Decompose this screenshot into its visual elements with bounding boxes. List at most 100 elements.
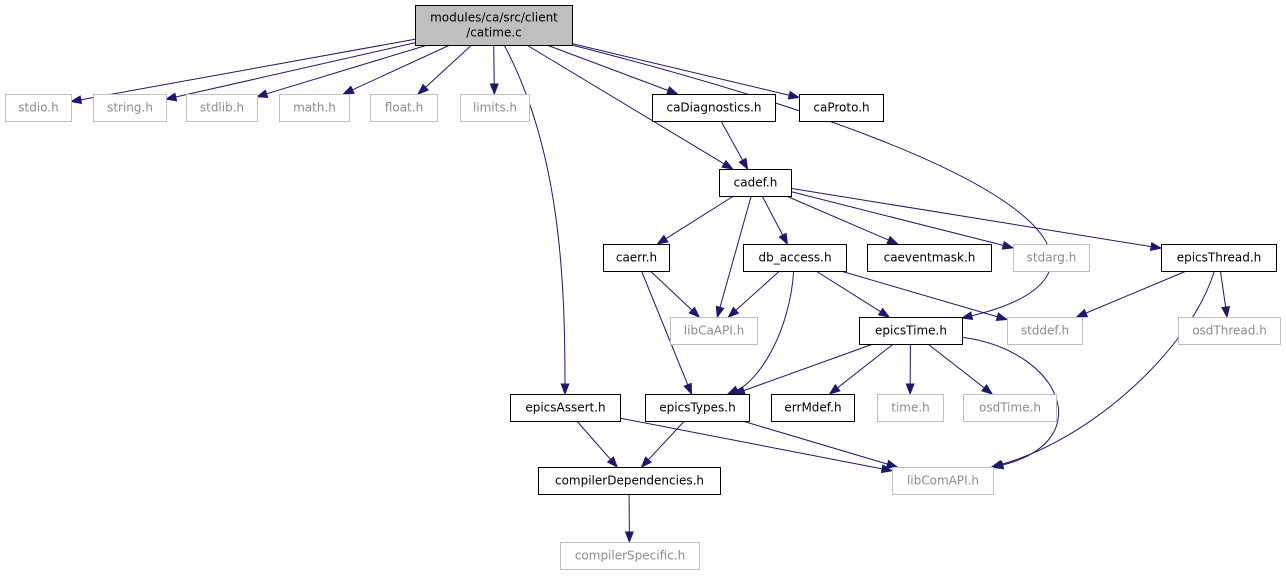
arrowhead (561, 384, 569, 394)
edge-line (81, 39, 415, 100)
node-label: epicsAssert.h (525, 401, 605, 415)
node-label: caeventmask.h (884, 251, 976, 265)
node-compilerSpecific: compilerSpecific.h (561, 543, 700, 570)
edge-epicsTime-to-osdTime (928, 344, 992, 394)
node-caerr[interactable]: caerr.h (604, 245, 670, 272)
edge-catime-to-stdio (71, 39, 415, 103)
node-label: stdio.h (18, 101, 58, 115)
nodes-layer: modules/ca/src/client/catime.c stdio.h str… (6, 6, 1281, 570)
edge-line (791, 192, 1003, 246)
edge-cadef-to-stdarg (791, 192, 1013, 249)
node-label: compilerSpecific.h (575, 549, 685, 563)
edge-compilerDependencies-to-compilerSpecific (626, 494, 634, 542)
node-label: epicsTime.h (875, 324, 947, 338)
arrowhead (626, 532, 634, 542)
arrowhead (166, 93, 177, 100)
arrowhead (962, 312, 973, 319)
edge-catime-to-float (418, 45, 471, 94)
node-compilerDependencies[interactable]: compilerDependencies.h (539, 468, 721, 495)
node-float: float.h (371, 95, 438, 122)
node-label: /catime.c (466, 26, 522, 40)
node-label: libCaAPI.h (684, 324, 744, 338)
node-limits: limits.h (461, 95, 530, 122)
node-label: caProto.h (813, 101, 869, 115)
node-label: cadef.h (734, 176, 778, 190)
node-catime[interactable]: modules/ca/src/client/catime.c (416, 6, 573, 46)
arrowhead (982, 385, 992, 394)
node-errMdef[interactable]: errMdef.h (772, 395, 855, 422)
edge-epicsTime-to-errMdef (830, 344, 894, 394)
arrowhead (996, 313, 1007, 320)
arrowhead (657, 235, 667, 244)
edge-line (577, 421, 611, 459)
node-caDiagnostics[interactable]: caDiagnostics.h (653, 95, 776, 122)
arrowhead (1002, 242, 1013, 249)
node-epicsAssert[interactable]: epicsAssert.h (511, 395, 621, 422)
arrowhead (1222, 307, 1230, 317)
arrowhead (788, 92, 799, 99)
node-label: epicsTypes.h (659, 401, 735, 415)
edge-epicsAssert-to-libComAPI (620, 418, 892, 472)
edge-line (744, 344, 873, 391)
node-label: caerr.h (616, 251, 657, 265)
node-label: limits.h (473, 101, 517, 115)
edge-line (666, 196, 734, 239)
edge-line (620, 418, 882, 469)
node-stdlib: stdlib.h (187, 95, 258, 122)
edge-line (841, 271, 998, 317)
edge-epicsTypes-to-libComAPI (742, 421, 897, 468)
node-label: time.h (891, 401, 930, 415)
edge-catime-to-caDiagnostics (547, 45, 678, 94)
node-cadef[interactable]: cadef.h (720, 170, 792, 197)
edge-line (791, 188, 1151, 246)
node-label: stdarg.h (1027, 251, 1077, 265)
arrowhead (722, 161, 733, 169)
edge-line (1220, 271, 1225, 307)
node-label: errMdef.h (784, 401, 841, 415)
node-label: osdTime.h (979, 401, 1041, 415)
node-math: math.h (280, 95, 350, 122)
edge-line (572, 44, 789, 96)
arrowhead (886, 461, 897, 468)
node-libCaAPI: libCaAPI.h (671, 318, 758, 345)
edge-catime-to-caProto (572, 44, 799, 99)
arrowhead (490, 84, 498, 94)
arrowhead (257, 90, 268, 97)
edge-line (816, 271, 881, 312)
node-epicsTime[interactable]: epicsTime.h (860, 318, 963, 345)
node-label: epicsThread.h (1177, 251, 1262, 265)
edge-line (1086, 271, 1186, 313)
edge-line (267, 45, 428, 94)
node-label: math.h (293, 101, 336, 115)
node-time: time.h (878, 395, 944, 422)
node-epicsThread[interactable]: epicsThread.h (1162, 245, 1277, 272)
edge-cadef-to-db_access (762, 196, 787, 244)
arrowhead (71, 96, 82, 103)
edge-line (721, 121, 743, 160)
node-label: float.h (385, 101, 423, 115)
node-label: caDiagnostics.h (666, 101, 761, 115)
edge-epicsThread-to-stddef (1077, 271, 1187, 317)
arrowhead (887, 237, 898, 244)
node-db_access[interactable]: db_access.h (744, 245, 847, 272)
edge-cadef-to-caerr (657, 196, 733, 244)
node-osdTime: osdTime.h (964, 395, 1057, 422)
node-stddef: stddef.h (1008, 318, 1083, 345)
node-label: osdThread.h (1192, 324, 1267, 338)
node-label: compilerDependencies.h (555, 474, 704, 488)
edge-line (838, 344, 894, 388)
edge-catime-to-epicsTime (572, 45, 1052, 319)
arrowhead (906, 384, 914, 394)
arrowhead (739, 158, 747, 169)
node-caProto[interactable]: caProto.h (800, 95, 884, 122)
node-epicsTypes[interactable]: epicsTypes.h (646, 395, 750, 422)
node-caeventmask[interactable]: caeventmask.h (868, 245, 992, 272)
node-string: string.h (94, 95, 167, 122)
edge-line (928, 344, 984, 388)
edge-epicsTypes-to-compilerDependencies (642, 421, 685, 467)
edge-line (352, 45, 450, 90)
edge-epicsThread-to-osdThread (1220, 271, 1229, 317)
node-label: libComAPI.h (907, 474, 979, 488)
